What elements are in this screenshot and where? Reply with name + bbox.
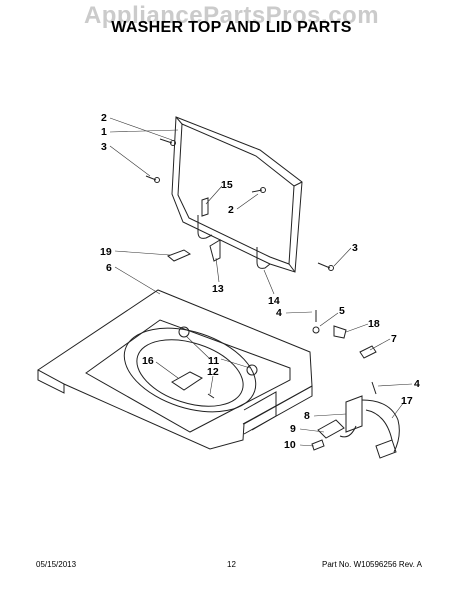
diagram-title: WASHER TOP AND LID PARTS [111,19,352,36]
callout-2a: 2 [101,112,107,124]
callout-2b: 2 [228,204,234,216]
callout-17: 17 [401,395,413,407]
callout-14: 14 [268,295,280,307]
washer-5 [312,326,320,334]
part-12 [207,393,215,399]
leader-lines [109,117,413,447]
watermark: AppliancePartsPros.com [83,2,380,29]
callout-3b: 3 [352,242,358,254]
footer-part-number: Part No. W10596256 Rev. A [322,560,422,569]
footer-page-number: 12 [227,560,236,569]
callout-6: 6 [106,262,112,274]
callout-15: 15 [221,179,233,191]
hinge-left [197,215,213,239]
callout-3a: 3 [101,141,107,153]
washer-top [37,289,313,450]
part-7 [359,345,377,359]
callout-9: 9 [290,423,296,435]
callout-8: 8 [304,410,310,422]
callout-4a: 4 [276,307,282,319]
callout-4b: 4 [414,378,420,390]
lid-frame [171,116,303,273]
callout-16: 16 [142,355,154,367]
callout-7: 7 [391,333,397,345]
hinge-clip-13 [209,239,221,262]
callout-11: 11 [208,355,219,367]
screw-mid [251,187,266,193]
callout-12: 12 [207,366,219,378]
callout-13: 13 [212,283,224,295]
callout-10: 10 [284,439,296,451]
clip-18 [333,325,347,339]
screw-top [159,138,176,146]
callout-labels: 2 1 3 15 2 19 6 13 14 3 4 5 18 7 16 11 1… [100,112,420,451]
callout-18: 18 [368,318,380,330]
fastener-11-b [246,364,258,376]
screw-right [317,262,334,271]
screw-left [145,175,160,183]
footer-date: 05/15/2013 [36,560,77,569]
callout-19: 19 [100,246,112,258]
nut-10 [311,439,325,451]
lid-bumper-19 [167,249,192,262]
hinge-clip-15 [201,197,209,217]
fastener-11-a [178,326,190,338]
lid-switch-assembly [317,395,400,459]
part-16 [171,371,203,391]
callout-1: 1 [101,126,107,138]
callout-5: 5 [339,305,345,317]
hinge-right [256,247,271,269]
screw-4-lower [371,381,377,395]
